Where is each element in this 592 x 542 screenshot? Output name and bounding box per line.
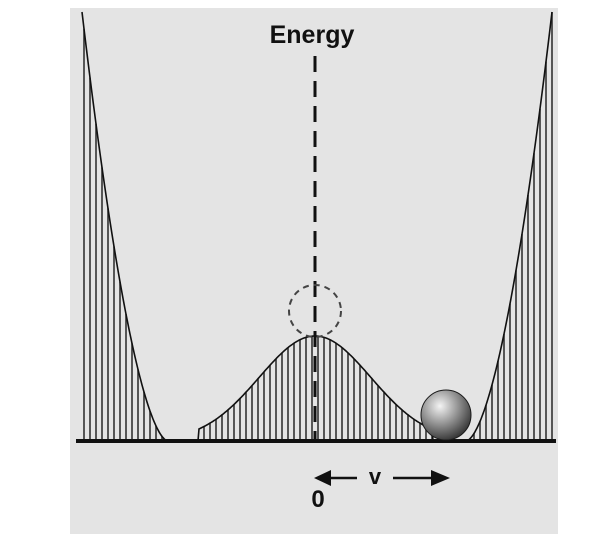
energy-label: Energy [270, 21, 355, 49]
double-arrow-icon [314, 470, 450, 486]
upper-panel [78, 8, 556, 442]
displacement-label: v [369, 464, 382, 489]
sphere-icon [420, 389, 472, 441]
dashed-circle-icon [288, 284, 342, 338]
potential-fill-hatching [83, 12, 553, 441]
origin-label: 0 [311, 486, 324, 513]
